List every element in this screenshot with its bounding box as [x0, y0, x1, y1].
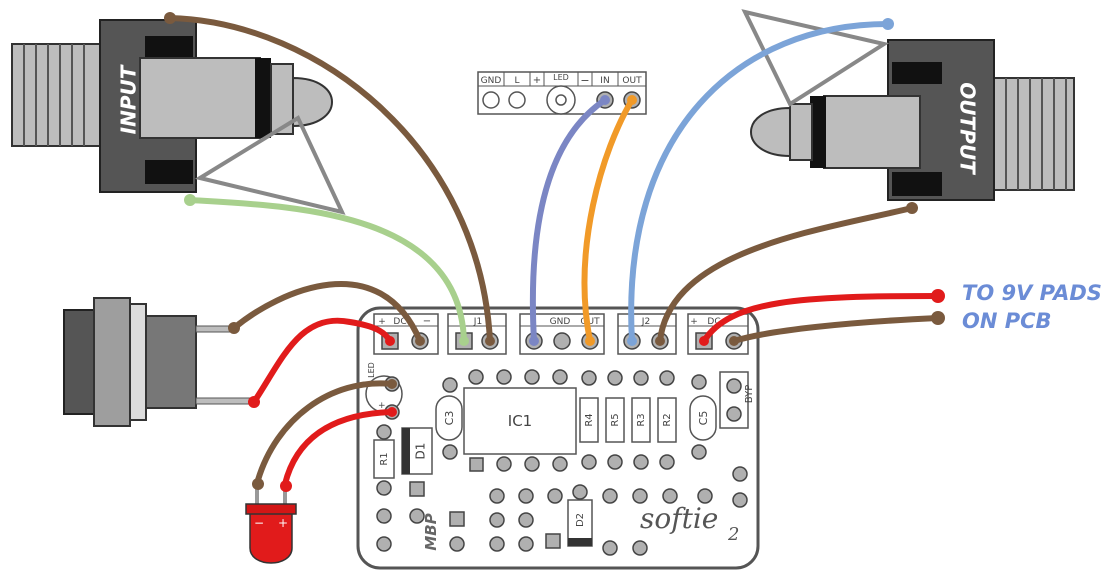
- d1-band: [402, 428, 410, 474]
- dc-left-plus: +: [378, 317, 386, 327]
- wire-led-anode: [282, 409, 395, 487]
- board-led-plus: +: [378, 401, 386, 411]
- d2-band: [568, 538, 592, 546]
- wire-ends: [164, 12, 945, 492]
- mbp-logo: MBP: [422, 513, 440, 550]
- r3-label: R3: [636, 413, 647, 426]
- wire-led-in: [529, 97, 608, 344]
- brand-sub: 2: [727, 524, 739, 545]
- d2-label: D2: [575, 513, 586, 527]
- wire-dc-positive: [251, 317, 393, 405]
- led-minus-label: −: [254, 516, 264, 530]
- output-jack: OUTPUT: [741, 9, 1075, 201]
- wire-output-tip: [628, 21, 891, 344]
- gnd-label: GND: [550, 317, 571, 327]
- wire-output-sleeve: [657, 205, 915, 344]
- byp-label: BYP: [744, 385, 755, 403]
- wire-input-tip: [167, 15, 493, 344]
- r2-label: R2: [662, 413, 673, 426]
- input-jack-lug: [194, 115, 346, 215]
- board-led-label: LED: [367, 362, 376, 378]
- note-line-2: ON PCB: [962, 309, 1052, 333]
- wire-9v-positive: [701, 293, 941, 344]
- r1-footprint: [373, 439, 395, 479]
- j2-label: J2: [641, 317, 650, 327]
- j1-label: J1: [473, 317, 482, 327]
- wire-dc-ground: [231, 281, 423, 344]
- pcb-holes: [376, 369, 748, 556]
- output-jack-label: OUTPUT: [956, 82, 980, 175]
- d1-label: D1: [414, 443, 428, 460]
- led-header-label-plus: +: [533, 75, 541, 86]
- dc-right-plus: +: [690, 317, 698, 327]
- input-jack: INPUT: [11, 19, 346, 215]
- c5-label: C5: [697, 411, 710, 426]
- c3-label: C3: [443, 411, 456, 426]
- led-header: GND L + LED − IN OUT: [477, 71, 647, 115]
- c3-footprint: [435, 395, 463, 441]
- wire-led-out: [581, 97, 635, 344]
- wire-input-sleeve: [187, 197, 467, 344]
- ic1-label: IC1: [508, 412, 532, 430]
- wires: [167, 15, 941, 487]
- byp-pad: [726, 378, 742, 394]
- dc-jack: [63, 297, 253, 427]
- led-plus-label: +: [278, 516, 288, 530]
- r5-label: R5: [610, 413, 621, 426]
- note-line-1: TO 9V PADS: [962, 281, 1102, 305]
- led-header-label-led: LED: [553, 73, 569, 82]
- dc-left-label: DC: [393, 317, 406, 327]
- ic1-footprint: [463, 387, 577, 455]
- r4-label: R4: [584, 413, 595, 426]
- byp-pad: [726, 406, 742, 422]
- wire-led-cathode: [255, 380, 395, 483]
- c5-footprint: [689, 395, 717, 441]
- led-header-pad: [482, 91, 500, 109]
- led-header-label-in: IN: [600, 76, 609, 86]
- r1-label: R1: [379, 452, 390, 465]
- pcb-header-strip: + DC − J1 GND OUT J2 + DC: [373, 313, 749, 355]
- dc-left-minus: −: [423, 316, 431, 327]
- led-header-label-minus: −: [580, 74, 589, 87]
- led-header-label-l: L: [514, 76, 519, 86]
- led-header-pad: [508, 91, 526, 109]
- led-component: − +: [245, 486, 297, 564]
- output-jack-lug: [741, 9, 890, 107]
- pcb-pad-mid: [553, 332, 571, 350]
- led-header-label-gnd: GND: [481, 76, 502, 86]
- led-header-label-out: OUT: [622, 76, 642, 86]
- pcb: + DC − J1 GND OUT J2 + DC: [356, 306, 760, 570]
- led-header-pad: [555, 94, 567, 106]
- brand-text: softie: [640, 502, 718, 535]
- resistor-group: R4 R5 R3 R2: [579, 397, 677, 443]
- input-jack-label: INPUT: [117, 64, 141, 134]
- wire-9v-negative: [731, 315, 941, 344]
- dc-right-label: DC: [707, 317, 720, 327]
- out-label: OUT: [580, 317, 600, 327]
